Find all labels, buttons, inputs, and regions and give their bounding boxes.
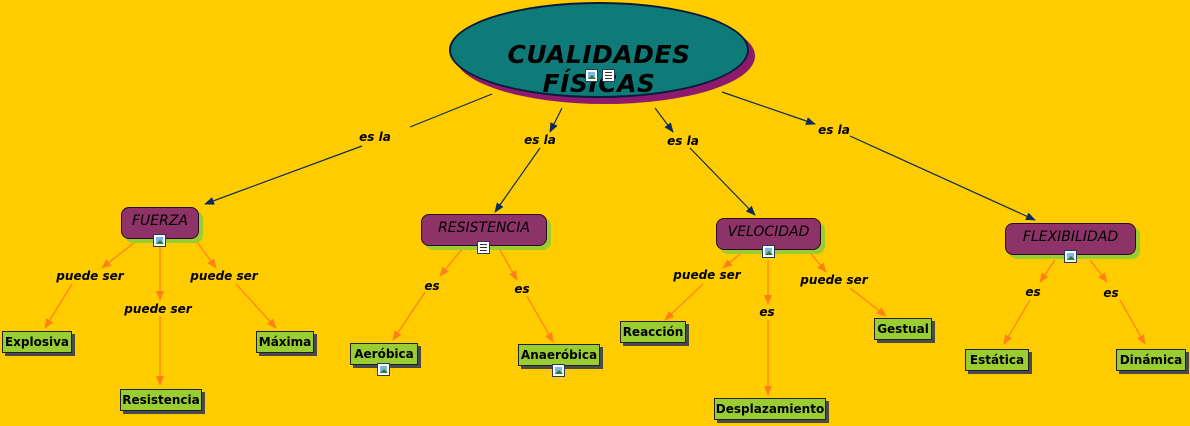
link-flexibilidad-es-1: es: [1025, 285, 1041, 299]
link-es-la-resistencia: es la: [524, 133, 556, 147]
leaf-dinamica[interactable]: Dinámica: [1116, 349, 1186, 371]
edge-es1-aerobica: [392, 291, 426, 341]
edge-puede2-gestual: [849, 287, 887, 317]
edge-eslaA-fuerza: [204, 145, 363, 205]
edge-puede1-reaccion: [664, 283, 704, 321]
leaf-explosiva[interactable]: Explosiva: [2, 331, 72, 353]
edge-es1-estatica: [1003, 299, 1031, 345]
link-velocidad-puede-ser-2: puede ser: [800, 273, 868, 287]
root-concept[interactable]: CUALIDADES FÍSICAS: [449, 2, 757, 104]
concept-resistencia-label: RESISTENCIA: [438, 220, 530, 236]
link-es-la-flexibilidad: es la: [818, 123, 850, 137]
link-fuerza-puede-ser-1: puede ser: [56, 269, 124, 283]
edge-es2-dinamica: [1119, 299, 1146, 345]
edge-velocidad-puede1: [722, 249, 746, 269]
link-flexibilidad-es-2: es: [1103, 286, 1119, 300]
document-resource-icon[interactable]: [602, 69, 615, 82]
link-es-la-velocidad: es la: [667, 134, 699, 148]
link-fuerza-puede-ser-3: puede ser: [190, 269, 258, 283]
edge-eslaB-resistencia: [494, 147, 541, 213]
leaf-gestual[interactable]: Gestual: [874, 318, 932, 340]
image-resource-icon[interactable]: [552, 364, 565, 377]
edge-root-eslaB: [549, 107, 563, 133]
root-title: CUALIDADES FÍSICAS: [507, 40, 691, 98]
root-concept-ellipse: [449, 2, 749, 98]
concept-fuerza[interactable]: FUERZA: [121, 207, 199, 239]
concept-fuerza-label: FUERZA: [131, 213, 189, 229]
link-velocidad-puede-ser-1: puede ser: [673, 268, 741, 282]
leaf-reaccion[interactable]: Reacción: [620, 321, 686, 343]
image-resource-icon[interactable]: [585, 69, 598, 82]
image-resource-icon[interactable]: [1064, 250, 1077, 263]
concept-resistencia[interactable]: RESISTENCIA: [421, 214, 547, 246]
leaf-aerobica[interactable]: Aeróbica: [350, 343, 418, 365]
concept-velocidad-label: VELOCIDAD: [727, 224, 810, 240]
leaf-desplazamiento[interactable]: Desplazamiento: [714, 398, 826, 420]
edge-puede1-explosiva: [44, 283, 73, 329]
edge-eslaC-velocidad: [689, 147, 756, 216]
edge-root-eslaD: [721, 91, 816, 125]
image-resource-icon[interactable]: [762, 245, 775, 258]
concept-velocidad[interactable]: VELOCIDAD: [716, 218, 821, 250]
image-resource-icon[interactable]: [377, 363, 390, 376]
link-fuerza-puede-ser-2: puede ser: [124, 302, 192, 316]
link-resistencia-es-1: es: [424, 279, 440, 293]
edge-velocidad-puede2: [807, 249, 827, 273]
edge-fuerza-puede1: [101, 241, 136, 269]
edge-eslaD-flexibilidad: [849, 135, 1036, 221]
edge-resistencia-es2: [499, 249, 518, 281]
link-resistencia-es-2: es: [514, 282, 530, 296]
concept-flexibilidad-label: FLEXIBILIDAD: [1022, 229, 1119, 245]
leaf-estatica[interactable]: Estática: [965, 349, 1029, 371]
edge-puede3-maxima: [235, 283, 277, 329]
edge-flexibilidad-es1: [1039, 259, 1056, 283]
leaf-anaerobica[interactable]: Anaeróbica: [518, 344, 600, 366]
leaf-resistencia[interactable]: Resistencia: [120, 389, 202, 411]
image-resource-icon[interactable]: [153, 234, 166, 247]
edge-fuerza-puede3: [196, 241, 217, 269]
link-es-la-fuerza: es la: [359, 130, 391, 144]
edge-es2-anaerobica: [526, 295, 554, 343]
edge-resistencia-es1: [439, 247, 464, 277]
edge-root-eslaA: [409, 93, 493, 128]
leaf-maxima[interactable]: Máxima: [256, 331, 314, 353]
edge-flexibilidad-es2: [1089, 259, 1108, 283]
document-resource-icon[interactable]: [477, 241, 490, 254]
link-velocidad-es: es: [759, 305, 775, 319]
concept-flexibilidad[interactable]: FLEXIBILIDAD: [1005, 223, 1136, 255]
edge-root-eslaC: [654, 107, 674, 133]
